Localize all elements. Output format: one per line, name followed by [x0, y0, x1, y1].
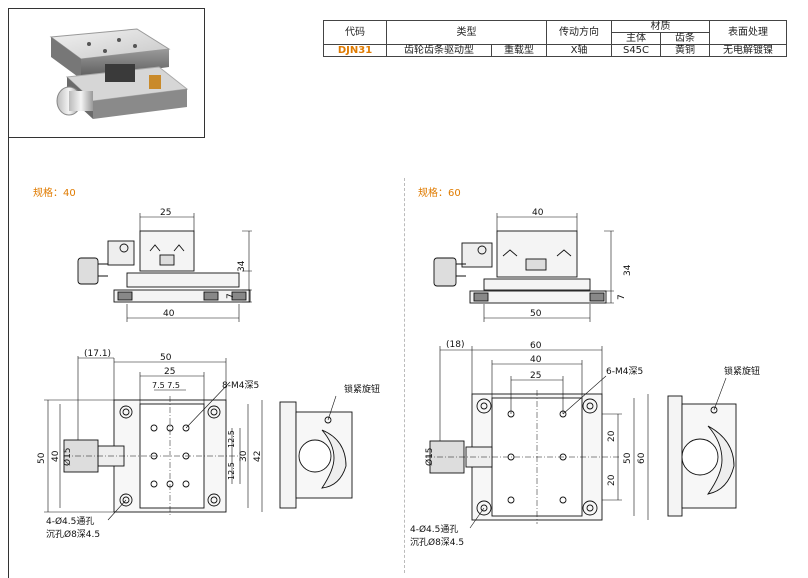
s60-plan-w60: 60 [530, 341, 542, 351]
s40-plan-offset-dim: (17.1) [84, 349, 111, 359]
spec60-end-view [667, 377, 737, 517]
spec40-side-view: 25 34 7 40 [77, 208, 252, 322]
s40-plan-v125b: 12.5 [227, 462, 236, 480]
s40-side-height-dim: 34 [237, 260, 247, 272]
s40-plan-v42: 42 [253, 451, 263, 462]
s60-plan-w25: 25 [530, 371, 541, 381]
spec-40-label: 规格：40 [33, 188, 76, 199]
stage-photo [49, 28, 189, 119]
product-photo-frame [8, 8, 205, 138]
s40-plan-w25: 25 [164, 367, 175, 377]
s40-plan-v125a: 12.5 [227, 430, 236, 448]
s40-side-top-dim: 25 [160, 208, 171, 218]
s40-side-foot-dim: 7 [226, 293, 236, 299]
s40-plan-w50: 50 [160, 353, 172, 363]
section-divider [404, 178, 405, 573]
s60-plan-w40: 40 [530, 355, 542, 365]
spec40-plan-view: (17.1) 50 25 7.5 7.5 8-M4深5 锁紧旋钮 40 50 Ø… [37, 349, 380, 540]
frame-border [8, 136, 9, 578]
header-material-rack: 齿条 [660, 32, 710, 45]
s40-plan-hole2: 沉孔Ø8深4.5 [46, 529, 100, 540]
spec60-plan-view: (18) 60 40 25 6-M4深5 锁紧旋钮 Ø15 20 20 50 6… [410, 340, 760, 548]
s40-plan-h50: 50 [37, 452, 47, 464]
header-code: 代码 [323, 20, 387, 45]
s60-plan-v20b: 20 [607, 474, 617, 486]
cell-main: S45C [611, 44, 661, 57]
spec-60-label: 规格：60 [418, 188, 461, 199]
s60-plan-v60: 60 [637, 452, 647, 464]
spec40-end-view [279, 395, 353, 509]
s60-side-top-dim: 40 [532, 208, 544, 218]
header-surface: 表面处理 [709, 20, 787, 45]
s60-plan-offset-dim: (18) [446, 340, 464, 350]
spec-table: 代码 类型 传动方向 材质 表面处理 主体 齿条 DJN31 齿轮齿条驱动型 重… [323, 20, 787, 57]
s60-side-foot-dim: 7 [617, 294, 627, 300]
s60-plan-hole2: 沉孔Ø8深4.5 [410, 537, 464, 548]
s60-plan-hole1: 4-Ø4.5通孔 [410, 524, 458, 535]
s60-plan-knob: 锁紧旋钮 [724, 365, 760, 377]
s40-plan-tap: 8-M4深5 [222, 380, 259, 391]
s60-side-bottom-dim: 50 [530, 309, 542, 319]
s60-plan-v50: 50 [623, 452, 633, 464]
s40-side-bottom-dim: 40 [163, 309, 175, 319]
s40-plan-h40: 40 [51, 450, 61, 462]
s60-plan-dia: Ø15 [424, 447, 435, 466]
s40-plan-knob: 锁紧旋钮 [344, 383, 380, 395]
s40-plan-v30: 30 [239, 450, 249, 462]
s60-plan-tap: 6-M4深5 [606, 366, 643, 377]
s40-plan-dia: Ø15 [62, 447, 73, 466]
s60-side-height-dim: 34 [623, 264, 633, 276]
spec60-side-view: 40 34 7 50 [433, 208, 633, 322]
header-type: 类型 [386, 20, 547, 45]
s40-plan-hole1: 4-Ø4.5通孔 [46, 516, 94, 527]
s40-plan-small: 7.5 7.5 [152, 381, 180, 390]
cell-surface: 无电解镀镍 [709, 44, 787, 57]
s60-plan-v20a: 20 [607, 430, 617, 442]
